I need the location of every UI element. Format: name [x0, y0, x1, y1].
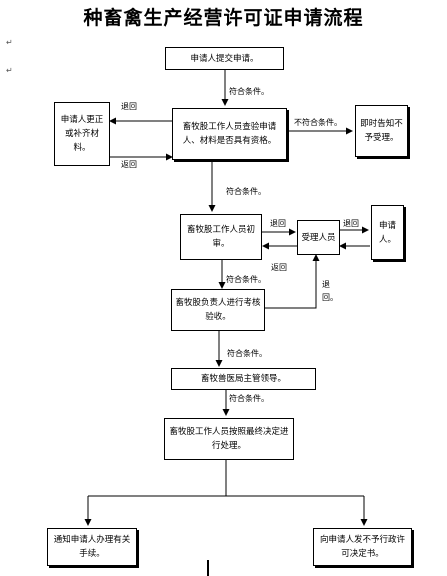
node-applicant: 申请人。: [371, 205, 404, 260]
edge-label-send-back: 返回: [121, 160, 137, 169]
edge-label-return: 退回: [343, 219, 359, 228]
edge-label-return: 退回: [121, 102, 137, 111]
edge-label-send-back: 返回: [271, 263, 287, 272]
return-mark: ↵: [6, 66, 13, 75]
node-review-lead: 畜牧股负责人进行考核验收。: [171, 289, 265, 331]
edge-label-return-vertical: 退回。: [322, 280, 338, 302]
edge-label-meets: 符合条件。: [229, 394, 269, 403]
node-process: 畜牧股工作人员按照最终决定进行处理。: [164, 418, 294, 460]
node-review-first: 畜牧股工作人员初审。: [180, 214, 262, 260]
node-bureau: 畜牧兽医局主管领导。: [171, 368, 316, 390]
arrow-lead-to-accept: [265, 254, 320, 309]
node-accept: 受理人员: [297, 220, 340, 255]
edge-label-return: 退回: [270, 219, 286, 228]
edge-label-not-meets: 不符合条件。: [294, 118, 342, 127]
node-submit: 申请人提交申请。: [165, 47, 284, 70]
edge-label-meets: 符合条件。: [226, 187, 266, 196]
node-correct: 申请人更正或补齐材料。: [54, 102, 110, 166]
page-title: 种畜禽生产经营许可证申请流程: [83, 7, 364, 29]
node-notify-deny: 向申请人发不予行政许可决定书。: [313, 528, 412, 566]
edge-label-meets: 符合条件。: [226, 275, 266, 284]
node-notify-approve: 通知申请人办理有关手续。: [47, 528, 137, 566]
return-mark: ↵: [6, 38, 13, 47]
edge-label-meets: 符合条件。: [227, 349, 267, 358]
node-review-initial: 畜牧股工作人员查验申请人、材料是否具有资格。: [172, 108, 287, 160]
node-notify-reject: 即时告知不予受理。: [355, 105, 408, 157]
edge-label-meets: 符合条件。: [229, 87, 269, 96]
